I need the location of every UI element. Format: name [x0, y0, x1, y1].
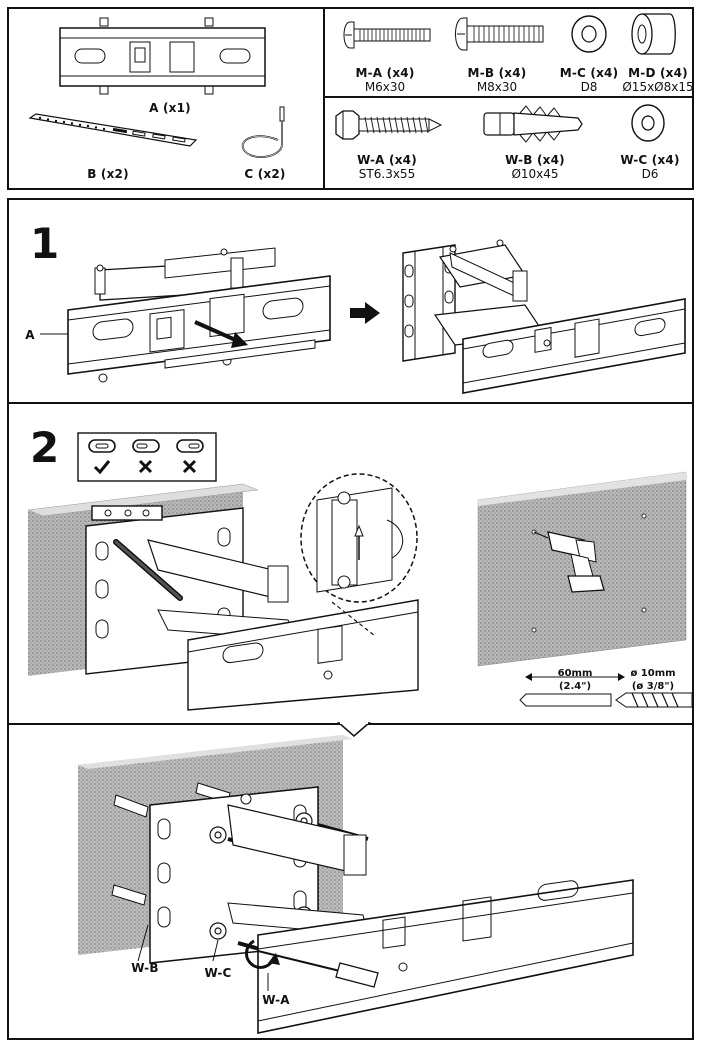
m-d-spec: Ø15xØ8x15 — [622, 80, 694, 94]
m-c-washer-illustration — [571, 15, 607, 53]
part-c-label: C (x2) — [244, 167, 286, 181]
part-c-illustration — [241, 106, 285, 158]
drill-depth-in: (2.4") — [558, 681, 592, 692]
w-c-washer-illustration — [631, 104, 665, 142]
parts-list-right-panel — [323, 7, 694, 190]
step2-drilling-illustration — [477, 471, 687, 667]
step2-number: 2 — [30, 423, 60, 472]
w-b-label: W-B (x4) — [505, 153, 565, 167]
step2-pointer-notch — [336, 722, 372, 737]
w-a-label: W-A (x4) — [357, 153, 417, 167]
part-a-label: A (x1) — [149, 101, 191, 115]
steps-frame — [7, 198, 694, 1040]
step3-installation-illustration — [78, 735, 634, 1034]
w-a-spec: ST6.3x55 — [358, 167, 416, 181]
m-a-spec: M6x30 — [364, 80, 406, 94]
step3-w-a-label: W-A — [262, 993, 290, 1007]
step2-wall-marking-illustration — [27, 483, 419, 711]
drill-depth-bar — [519, 693, 612, 707]
w-a-screw-illustration — [335, 110, 443, 140]
m-a-bolt-illustration — [343, 21, 431, 49]
detail-pointer-line — [331, 601, 376, 637]
m-a-label: M-A (x4) — [355, 66, 415, 80]
drill-bit-size-in: (ø 3/8") — [631, 681, 675, 692]
drill-bit-size-mm: ø 10mm — [630, 668, 676, 679]
step3-w-c-label: W-C — [204, 966, 232, 980]
w-c-spec: D6 — [641, 167, 659, 181]
step1-part-a-label: A — [25, 328, 35, 342]
m-b-bolt-illustration — [455, 17, 544, 51]
step1-wall-plate-illustration — [40, 247, 331, 383]
drill-bit-icon — [615, 692, 693, 708]
parts-divider — [323, 96, 694, 98]
level-wrong-cross-icon-2 — [182, 459, 197, 474]
step1-next-arrow-icon — [350, 302, 380, 324]
step1-divider — [7, 402, 694, 404]
m-b-label: M-B (x4) — [467, 66, 527, 80]
step1-number: 1 — [30, 219, 60, 268]
w-b-spec: Ø10x45 — [511, 167, 559, 181]
drill-depth-arrow — [525, 673, 625, 681]
m-d-label: M-D (x4) — [628, 66, 688, 80]
step3-w-b-label: W-B — [131, 961, 159, 975]
w-b-anchor-illustration — [483, 105, 583, 143]
drill-depth-mm: 60mm — [557, 668, 593, 679]
m-d-spacer-illustration — [631, 13, 676, 55]
m-c-spec: D8 — [580, 80, 598, 94]
w-c-label: W-C (x4) — [620, 153, 680, 167]
m-b-spec: M8x30 — [476, 80, 518, 94]
part-b-illustration — [28, 113, 198, 147]
level-wrong-cross-icon — [138, 459, 153, 474]
part-b-label: B (x2) — [87, 167, 129, 181]
detail-magnifier-circle — [300, 473, 418, 603]
level-ok-check-icon — [93, 460, 111, 475]
step1-assembled-mount-illustration — [402, 239, 686, 394]
m-c-label: M-C (x4) — [559, 66, 619, 80]
part-a-illustration — [59, 17, 266, 95]
